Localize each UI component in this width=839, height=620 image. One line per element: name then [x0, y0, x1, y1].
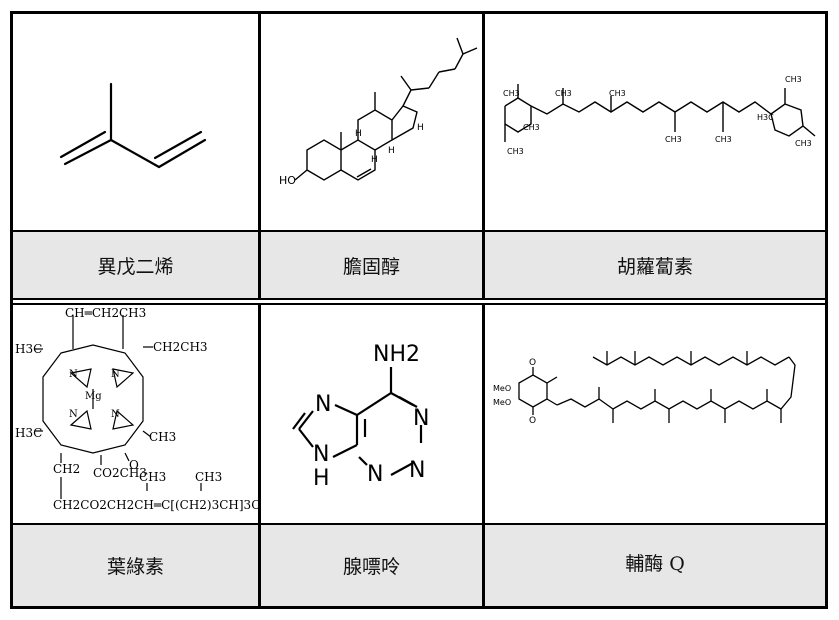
adenine-svg: NH2 N N N N N H — [292, 342, 429, 491]
isoprene-svg — [59, 82, 207, 169]
n-label: N — [413, 406, 429, 431]
carotene-structure: CH3 CH3 CH3 CH3 CH3 CH3 CH3 CH3 H3C CH3 — [485, 14, 825, 230]
carotene-svg: CH3 CH3 CH3 CH3 CH3 CH3 CH3 CH3 H3C CH3 — [503, 75, 816, 156]
h-label: H — [371, 155, 378, 165]
ch3-label: CH3 — [507, 147, 524, 156]
vinyl-label: CH═CH2 — [65, 306, 119, 320]
nh2-label: NH2 — [373, 342, 420, 367]
n-label: N — [409, 458, 425, 483]
label-carotene: 胡蘿蔔素 — [485, 232, 825, 298]
h-label: H — [355, 129, 362, 139]
n-label: N — [111, 409, 120, 420]
mg-label: Mg — [85, 391, 102, 402]
label-adenine: 腺嘌呤 — [261, 525, 482, 606]
label-coenzyme-q: 輔酶 Q — [485, 525, 825, 606]
grid-divider — [13, 298, 825, 305]
grid-divider — [482, 14, 485, 606]
adenine-structure: NH2 N N N N N H — [261, 305, 482, 523]
ch2-label: CH2 — [53, 462, 80, 476]
ch3-label: CH3 — [785, 75, 802, 84]
h-label: H — [388, 146, 395, 156]
grid-divider — [13, 523, 825, 525]
chlorophyll-structure: CH═CH2 CH3 H3C CH2CH3 N N Mg N N H3C CH3… — [13, 305, 258, 523]
h-label: H — [313, 466, 330, 491]
meo-label: MeO — [493, 398, 511, 407]
o-label: O — [529, 358, 536, 368]
label-chlorophyll: 葉綠素 — [13, 525, 258, 606]
grid-divider — [258, 14, 261, 606]
n-label: N — [313, 442, 329, 467]
grid-divider — [13, 230, 825, 232]
ch3-label: CH3 — [523, 123, 540, 132]
ch3-label: CH3 — [665, 135, 682, 144]
label-isoprene: 異戊二烯 — [13, 232, 258, 298]
n-label: N — [111, 369, 120, 380]
co2ch3-label: CO2CH3 — [93, 466, 147, 480]
ch3-label: CH3 — [555, 89, 572, 98]
coenzyme-q-structure: MeO MeO O O — [485, 305, 825, 523]
cholesterol-structure: HO H H H H — [261, 14, 482, 230]
coq-svg: MeO MeO O O — [493, 351, 796, 426]
phytyl-tail-label: CH2CO2CH2CH═C[(CH2)3CH]3CH3 — [53, 498, 258, 512]
ch3-label: CH3 — [119, 306, 146, 320]
ch3-label: CH3 — [795, 139, 812, 148]
o-label: O — [129, 458, 139, 472]
n-label: N — [69, 369, 78, 380]
meo-label: MeO — [493, 384, 511, 393]
ch3-label: CH3 — [715, 135, 732, 144]
label-cholesterol: 膽固醇 — [261, 232, 482, 298]
ch3-label: CH3 — [195, 470, 222, 484]
isoprene-structure — [13, 14, 258, 230]
n-label: N — [315, 392, 331, 417]
ch3-label: CH3 — [149, 430, 176, 444]
ch3-label: CH3 — [609, 89, 626, 98]
ch3-label: CH3 — [139, 470, 166, 484]
n-label: N — [69, 409, 78, 420]
chlorophyll-svg: CH═CH2 CH3 H3C CH2CH3 N N Mg N N H3C CH3… — [15, 306, 258, 512]
ethyl-label: CH2CH3 — [153, 340, 208, 354]
ho-label: HO — [279, 174, 296, 187]
ch3-label: CH3 — [503, 89, 520, 98]
cholesterol-svg: HO H H H H — [279, 37, 478, 187]
h3c-label: H3C — [757, 113, 774, 122]
h3c-label: H3C — [15, 426, 42, 440]
h-label: H — [417, 123, 424, 133]
n-label: N — [367, 462, 383, 487]
o-label: O — [529, 416, 536, 426]
h3c-label: H3C — [15, 342, 42, 356]
